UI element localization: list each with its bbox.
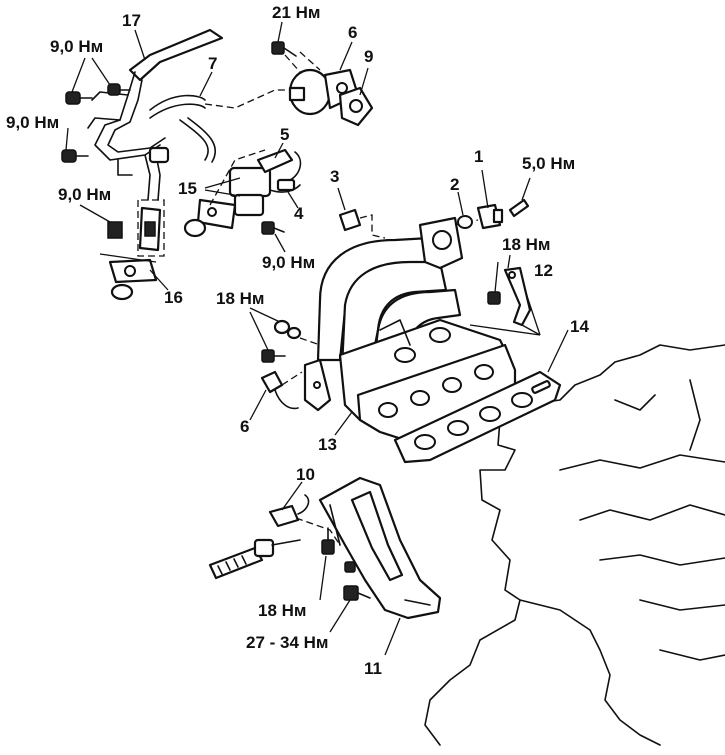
label-torque-27-34nm: 27 - 34 Нм <box>246 633 329 652</box>
engine-block-outline <box>424 344 725 746</box>
gasket-14 <box>393 370 562 464</box>
label-torque-9nm-c: 9,0 Нм <box>262 253 316 272</box>
label-part-16: 16 <box>164 288 183 307</box>
vacuum-hose-7 <box>149 89 300 163</box>
vacuum-pipe-17 <box>87 28 224 201</box>
label-part-9: 9 <box>364 47 374 66</box>
label-torque-18nm-b: 18 Нм <box>216 289 265 308</box>
sensor-3 <box>337 187 386 239</box>
bolt-5nm <box>508 177 531 218</box>
label-part-11: 11 <box>364 659 382 678</box>
label-torque-18nm-a: 18 Нм <box>502 235 551 254</box>
label-part-6-top: 6 <box>348 23 358 42</box>
gasket-9 <box>338 67 374 127</box>
bolt-21nm <box>271 41 297 57</box>
sensor-10 <box>268 481 341 546</box>
intake-manifold <box>303 216 517 442</box>
leader-5 <box>274 142 284 159</box>
label-part-1: 1 <box>474 147 484 166</box>
bolt-27-34nm <box>329 585 371 633</box>
label-part-7: 7 <box>208 54 218 73</box>
bracket-12 <box>469 254 541 336</box>
label-part-10: 10 <box>296 465 315 484</box>
leader-21nm <box>277 21 283 43</box>
washer-2 <box>457 191 473 229</box>
egr-valve-6 <box>284 51 360 116</box>
harness-connector <box>208 538 301 580</box>
bracket-6-lower <box>249 370 303 421</box>
label-part-2: 2 <box>450 175 460 194</box>
label-part-6-bottom: 6 <box>240 417 250 436</box>
label-torque-9nm-a: 9,0 Нм <box>50 37 104 56</box>
label-part-13: 13 <box>318 435 337 454</box>
leader-9nm-d <box>79 204 111 223</box>
bolt-left-upper <box>65 83 131 105</box>
label-part-4: 4 <box>294 204 304 223</box>
bolt-9nm-15 <box>261 221 285 235</box>
label-torque-18nm-c: 18 Нм <box>258 601 307 620</box>
leader-17 <box>134 29 146 61</box>
bolt-18nm-lower <box>319 527 335 601</box>
bolt-left-lower <box>61 149 89 163</box>
leader-6top <box>339 41 353 71</box>
bracket-11 <box>318 476 442 656</box>
label-torque-21nm: 21 Нм <box>272 3 321 22</box>
leader-4 <box>287 191 299 209</box>
leader-14 <box>547 329 569 373</box>
leader-9nm-c <box>274 233 286 253</box>
label-torque-9nm-d: 9,0 Нм <box>58 185 112 204</box>
leader-9nm-b <box>65 127 69 151</box>
leader-9nm-a2 <box>91 57 111 86</box>
label-torque-5nm: 5,0 Нм <box>522 154 576 173</box>
nuts-18nm-left <box>249 307 321 363</box>
label-part-12: 12 <box>534 261 553 280</box>
solenoid-valve-15 <box>196 148 302 230</box>
nut-15 <box>183 218 207 238</box>
label-part-17: 17 <box>122 11 141 30</box>
leader-9nm-a1 <box>71 57 86 93</box>
small-bolt-bracket11 <box>344 561 356 573</box>
label-part-15: 15 <box>178 179 197 198</box>
label-part-14: 14 <box>570 317 589 336</box>
label-part-5: 5 <box>280 125 290 144</box>
leader-13 <box>334 411 353 436</box>
sensor-16 <box>99 199 169 301</box>
leader-7 <box>199 71 213 97</box>
label-part-3: 3 <box>330 167 340 186</box>
label-torque-9nm-b: 9,0 Нм <box>6 113 60 132</box>
